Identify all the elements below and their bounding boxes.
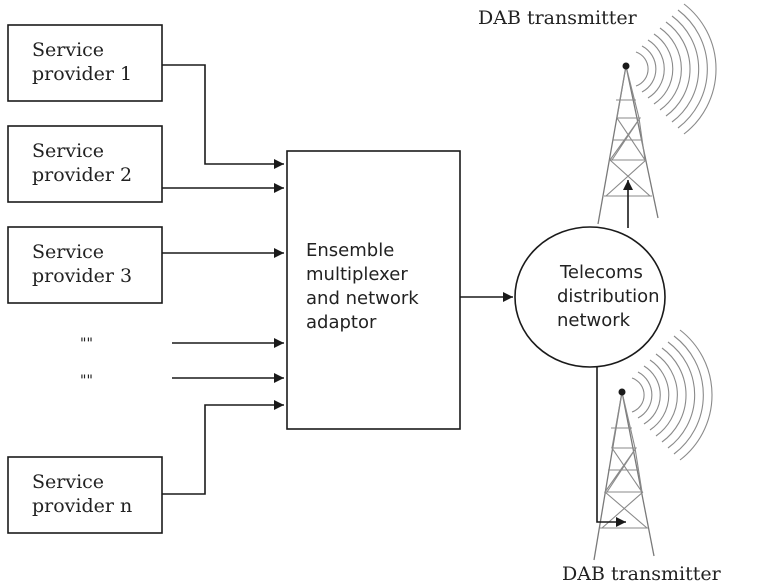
radio-waves-bottom [631,329,713,461]
network-line-2: distribution [557,286,660,307]
service-provider-2-line2: provider 2 [32,164,132,186]
antenna-tip-bottom [618,388,626,396]
network-line-3: network [557,310,631,331]
network-line-1: Telecoms [559,262,643,283]
arrow-provider-1 [162,64,284,169]
arrow-network-to-bottom-transmitter [596,366,626,527]
ensemble-multiplexer-box: Ensemble multiplexer and network adaptor [286,150,461,430]
antenna-tip-top [622,62,630,70]
service-provider-3-line1: Service [32,241,104,263]
service-provider-n-box: Service provider n [7,456,163,534]
multiplexer-line-2: multiplexer [306,264,408,285]
radio-waves-top [635,3,717,135]
tower-top [597,65,659,225]
service-provider-n-line1: Service [32,471,104,493]
dab-transmitter-bottom: DAB transmitter [562,329,722,585]
multiplexer-line-1: Ensemble [306,240,394,261]
ellipsis-mark-2: "" [80,373,93,389]
multiplexer-line-4: adaptor [306,312,377,333]
service-provider-1-box: Service provider 1 [7,24,163,102]
telecoms-network-ellipse: Telecoms distribution network [514,226,666,368]
tower-bottom [593,391,655,561]
arrow-provider-n [162,400,284,495]
multiplexer-line-3: and network [306,288,419,309]
ellipsis-mark-1: "" [80,336,93,352]
service-provider-1-line1: Service [32,39,104,61]
service-provider-1-line2: provider 1 [32,63,132,85]
dab-transmitter-top-label: DAB transmitter [478,7,638,29]
service-provider-3-box: Service provider 3 [7,226,163,304]
service-provider-3-line2: provider 3 [32,265,132,287]
service-provider-2-box: Service provider 2 [7,125,163,203]
service-provider-n-line2: provider n [32,495,132,517]
service-provider-2-line1: Service [32,140,104,162]
dab-transmitter-top: DAB transmitter [478,3,717,225]
dab-transmitter-bottom-label: DAB transmitter [562,563,722,585]
